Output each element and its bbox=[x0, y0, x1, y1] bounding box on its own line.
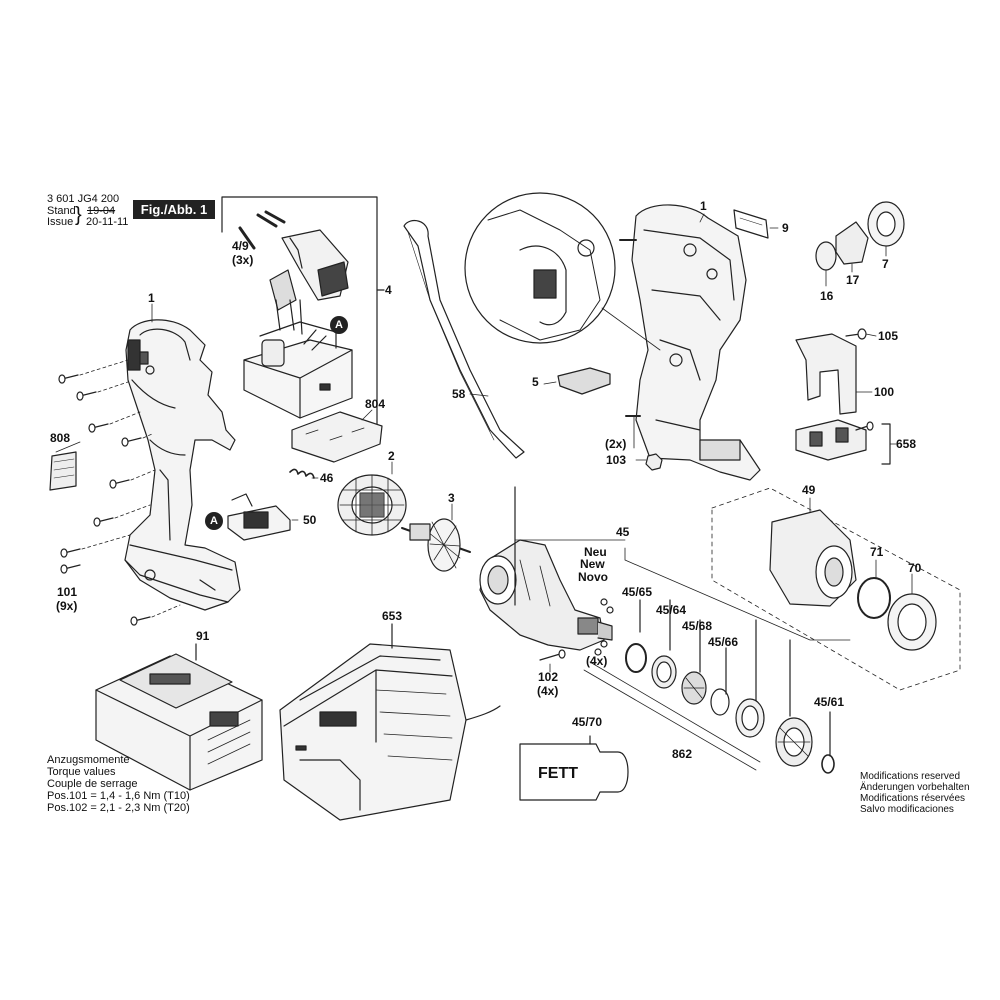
battery-91 bbox=[95, 653, 263, 791]
callout-4x-b: (4x) bbox=[537, 684, 559, 698]
callout-2: 2 bbox=[388, 449, 395, 463]
callout-50: 50 bbox=[303, 513, 317, 527]
callout-16: 16 bbox=[820, 289, 834, 303]
torque-line: Pos.101 = 1,4 - 1,6 Nm (T10) bbox=[47, 790, 190, 802]
callout-45-70: 45/70 bbox=[572, 715, 603, 729]
modification-line: Modifications réservées bbox=[860, 793, 966, 804]
stand-label: Stand bbox=[47, 205, 76, 217]
callout-3: 3 bbox=[448, 491, 455, 505]
ring-45-65 bbox=[625, 643, 647, 673]
ring-45-61 bbox=[821, 754, 835, 774]
detail-magnifier bbox=[464, 192, 616, 344]
brace: } bbox=[75, 204, 82, 226]
switch-assembly bbox=[238, 210, 353, 419]
hammer-housing bbox=[479, 539, 613, 651]
modification-line: Salvo modificaciones bbox=[860, 804, 954, 815]
callout-45-65: 45/65 bbox=[622, 585, 653, 599]
callout-49: 49 bbox=[802, 483, 816, 497]
figure-tag: Fig./Abb. 1 bbox=[133, 200, 215, 219]
bit-holder-658 bbox=[795, 419, 867, 461]
part-number: 3 601 JG4 200 bbox=[47, 193, 120, 205]
callout-neu: Neu bbox=[584, 545, 607, 559]
right-housing-shell bbox=[619, 204, 761, 481]
rotor-3 bbox=[401, 518, 471, 572]
label-808 bbox=[49, 451, 77, 491]
ring-17 bbox=[835, 221, 869, 265]
torque-line: Couple de serrage bbox=[47, 778, 138, 790]
callout-45-61: 45/61 bbox=[814, 695, 845, 709]
callout-9: 9 bbox=[782, 221, 789, 235]
screws-101 bbox=[58, 374, 151, 626]
callout-804: 804 bbox=[365, 397, 386, 411]
callout-1-right: 1 bbox=[700, 199, 707, 213]
modification-line: Änderungen vorbehalten bbox=[860, 782, 970, 793]
callout-4-9: 4/9 bbox=[232, 239, 249, 253]
callout-101: 101 bbox=[57, 585, 78, 599]
callout-91: 91 bbox=[196, 629, 210, 643]
belt-clip-100 bbox=[795, 333, 857, 415]
callout-70: 70 bbox=[908, 561, 922, 575]
callout-45-66: 45/66 bbox=[708, 635, 739, 649]
ring-71 bbox=[857, 577, 891, 619]
cover-804 bbox=[291, 411, 383, 463]
torque-line: Anzugsmomente bbox=[47, 754, 130, 766]
modifications-notes: Modifications reserved Änderungen vorbeh… bbox=[860, 771, 970, 815]
fett-text: FETT bbox=[538, 765, 578, 782]
stator-2 bbox=[337, 474, 407, 536]
callout-45-68: 45/68 bbox=[682, 619, 713, 633]
label-9 bbox=[733, 209, 769, 239]
callout-658: 658 bbox=[896, 437, 917, 451]
callout-7: 7 bbox=[882, 257, 889, 271]
callout-new: New bbox=[580, 557, 605, 571]
callout-653: 653 bbox=[382, 609, 403, 623]
issue-value: 20-11-11 bbox=[86, 216, 129, 228]
connector-badge-a1: A bbox=[330, 316, 348, 334]
issue-label: Issue bbox=[47, 216, 74, 228]
stand-value: 19-04 bbox=[87, 205, 116, 217]
torque-line: Torque values bbox=[47, 766, 116, 778]
left-housing-shell bbox=[124, 319, 241, 611]
callout-105: 105 bbox=[878, 329, 899, 343]
slide-5 bbox=[557, 367, 611, 395]
callout-9x: (9x) bbox=[56, 599, 78, 613]
ring-45-66 bbox=[710, 688, 730, 716]
callout-71: 71 bbox=[870, 545, 884, 559]
callout-45: 45 bbox=[616, 525, 630, 539]
callout-100: 100 bbox=[874, 385, 895, 399]
callout-4: 4 bbox=[385, 283, 392, 297]
cable-58 bbox=[403, 219, 525, 459]
modification-line: Modifications reserved bbox=[860, 771, 961, 782]
callout-58: 58 bbox=[452, 387, 466, 401]
callout-5: 5 bbox=[532, 375, 539, 389]
callout-862: 862 bbox=[672, 747, 693, 761]
callout-3x: (3x) bbox=[232, 253, 254, 267]
bracket-658 bbox=[881, 423, 891, 465]
callout-103: 103 bbox=[606, 453, 627, 467]
callout-4x: (4x) bbox=[586, 654, 608, 668]
connector-badge-a2: A bbox=[205, 512, 223, 530]
grease-tube-45-70 bbox=[519, 743, 629, 801]
nut-103 bbox=[645, 453, 663, 471]
charger-653 bbox=[279, 643, 501, 821]
callout-46: 46 bbox=[320, 471, 334, 485]
disc-16 bbox=[815, 241, 837, 271]
callout-2x: (2x) bbox=[605, 437, 627, 451]
callout-17: 17 bbox=[846, 273, 860, 287]
torque-line: Pos.102 = 2,1 - 2,3 Nm (T20) bbox=[47, 802, 190, 814]
spring-46 bbox=[289, 468, 315, 479]
callout-102: 102 bbox=[538, 670, 559, 684]
callout-1-left: 1 bbox=[148, 291, 155, 305]
callout-45-64: 45/64 bbox=[656, 603, 687, 617]
callout-novo: Novo bbox=[578, 570, 608, 584]
callout-808: 808 bbox=[50, 431, 71, 445]
torque-notes: Anzugsmomente Torque values Couple de se… bbox=[47, 754, 190, 814]
